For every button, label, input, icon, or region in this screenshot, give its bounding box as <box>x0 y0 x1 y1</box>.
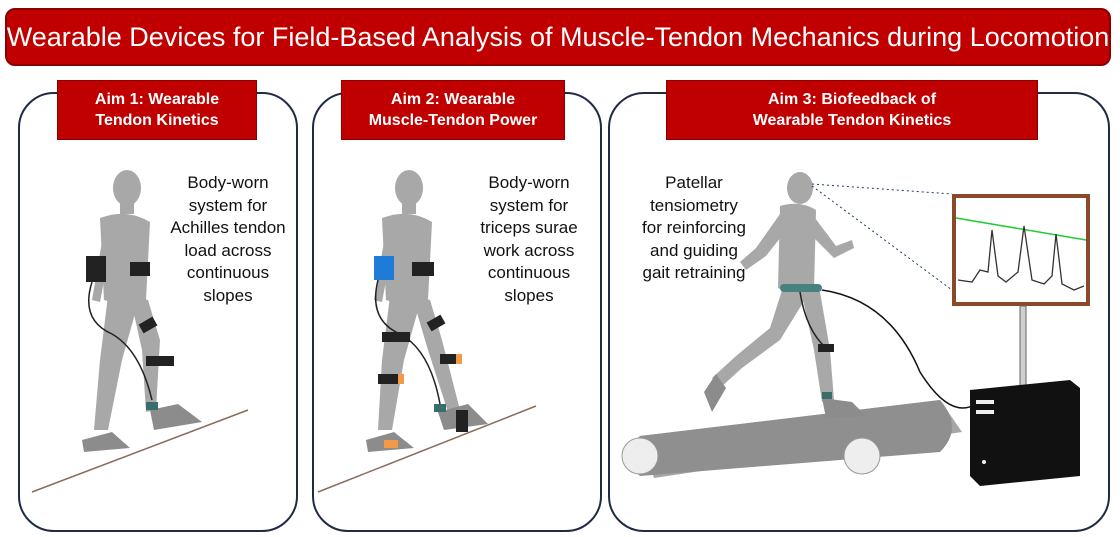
thigh-band-2 <box>382 332 410 342</box>
slope-line-1 <box>31 409 249 493</box>
orange-sensor-2 <box>456 354 462 364</box>
knee-band-1 <box>138 316 158 334</box>
walker-figure-2 <box>374 170 460 430</box>
foot-band-2 <box>456 410 468 432</box>
aim-1-line-2: Tendon Kinetics <box>95 112 219 129</box>
aim2-illustration <box>317 170 537 493</box>
runner-cable <box>799 291 827 349</box>
runner-figure <box>712 172 854 402</box>
aim-2-label: Aim 2: Wearable Muscle-Tendon Power <box>341 80 565 140</box>
force-signal <box>957 225 1085 291</box>
aim-3-description: Patellar tensiometry for reinforcing and… <box>642 173 746 282</box>
aim-1-label: Aim 1: Wearable Tendon Kinetics <box>57 80 257 140</box>
shank-band-2a <box>378 374 404 384</box>
waist-band-3 <box>780 284 822 292</box>
shoe-rear-1 <box>82 432 130 452</box>
computer-tower <box>970 380 1080 486</box>
tendon-sensor-1 <box>146 402 158 410</box>
shoe-front-1 <box>150 404 202 430</box>
sensor-cable-1 <box>88 281 153 401</box>
aim-3-line-2: Wearable Tendon Kinetics <box>752 112 952 129</box>
title-banner: Wearable Devices for Field-Based Analysi… <box>5 8 1111 66</box>
shoe-front-3 <box>822 398 866 418</box>
aim-1-line-1: Aim 1: Wearable <box>94 91 220 108</box>
aim-2-line-2: Muscle-Tendon Power <box>368 112 538 129</box>
aim3-illustration <box>621 172 1090 486</box>
hip-band-1 <box>130 262 150 276</box>
view-line-top <box>811 183 953 195</box>
power-indicator <box>982 460 986 464</box>
treadmill-roller-back <box>843 437 881 475</box>
shoe-rear-3 <box>704 374 726 412</box>
treadmill-roller-front <box>621 437 659 475</box>
panel-aim-1 <box>18 92 298 532</box>
drive-slot-2 <box>976 410 994 414</box>
treadmill-side <box>628 400 952 476</box>
sensor-cable-2 <box>374 279 441 405</box>
aim-1-description: Body-worn system for Achilles tendon loa… <box>170 173 286 305</box>
tendon-sensor-2 <box>434 404 446 412</box>
shank-band-2b <box>440 354 462 364</box>
data-logger-1 <box>86 256 106 282</box>
drive-slot-1 <box>976 400 994 404</box>
panel-aim-2 <box>312 92 602 532</box>
aim-3-line-1: Aim 3: Biofeedback of <box>767 91 937 108</box>
hip-band-2 <box>412 262 434 276</box>
aim1-illustration <box>31 170 249 493</box>
data-cable <box>821 289 977 409</box>
shank-band-1 <box>146 356 174 366</box>
slope-line-2 <box>317 405 537 493</box>
aim-3-label: Aim 3: Biofeedback of Wearable Tendon Ki… <box>666 80 1038 140</box>
aim-2-line-1: Aim 2: Wearable <box>390 91 516 108</box>
knee-band-2 <box>426 314 446 332</box>
blue-logger-2 <box>374 256 394 280</box>
monitor-stand <box>1019 305 1027 387</box>
orange-sensor-1 <box>398 374 404 384</box>
tendon-sensor-3 <box>822 392 832 399</box>
threshold-line <box>955 217 1087 241</box>
view-line-bottom <box>811 185 953 291</box>
orange-sensor-3 <box>384 440 398 448</box>
aim-2-description: Body-worn system for triceps surae work … <box>480 173 578 305</box>
